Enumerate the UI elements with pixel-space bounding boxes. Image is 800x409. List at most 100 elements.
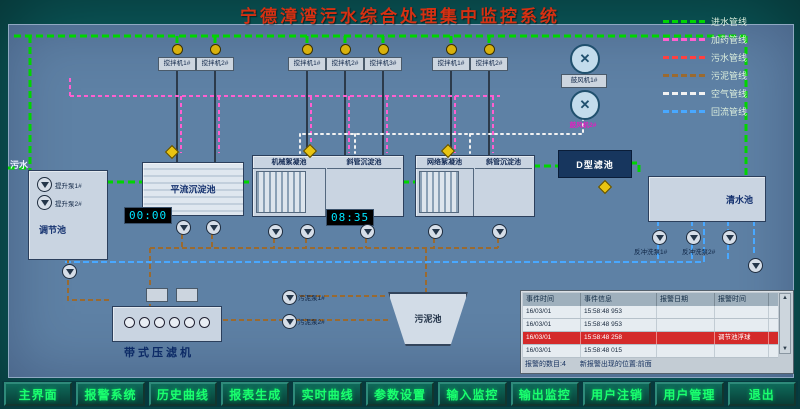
alarm-cell: 16/03/01 (523, 332, 581, 344)
pump-icon[interactable] (722, 230, 737, 245)
btn-parameter-settings[interactable]: 参数设置 (365, 382, 435, 406)
tank-clear-water: 清水池 (648, 176, 766, 222)
blower-label: 鼓风机2# (569, 122, 597, 129)
mixer-motor-icon (377, 44, 389, 55)
pump-icon[interactable] (428, 224, 443, 239)
legend-label: 污泥管线 (711, 70, 748, 81)
mixer-motor-icon (445, 44, 457, 55)
legend-item: 进水管线 (663, 12, 747, 30)
mixer-unit[interactable]: 搅拌机2# (196, 44, 234, 71)
alarm-row-active[interactable]: 16/03/01 15:58:48 258 调节池浮球 (523, 332, 778, 345)
mixer-unit[interactable]: 搅拌机1# (288, 44, 326, 71)
bottom-nav-bar: 主界面 报警系统 历史曲线 报表生成 实时曲线 参数设置 输入监控 输出监控 用… (2, 381, 798, 407)
pump-icon[interactable] (300, 224, 315, 239)
pump-icon[interactable] (37, 177, 52, 192)
pump-icon[interactable] (268, 224, 283, 239)
tank-label: 清水池 (725, 195, 753, 205)
lift-pump-label: 提升泵2# (55, 201, 82, 208)
lift-pump-label: 提升泵1# (55, 183, 82, 190)
scroll-up-icon[interactable]: ▲ (782, 295, 788, 301)
mixer-label: 搅拌机1# (432, 57, 470, 71)
mixer-unit[interactable]: 搅拌机2# (470, 44, 508, 71)
mixer-unit[interactable]: 搅拌机2# (326, 44, 364, 71)
legend-item: 污水管线 (663, 48, 747, 66)
pump-icon[interactable] (282, 314, 297, 329)
mixer-label: 搅拌机2# (196, 57, 234, 71)
alarm-col-header: 报警时间 (715, 293, 769, 306)
alarm-row[interactable]: 16/03/01 15:58:48 953 (523, 306, 778, 319)
btn-report-generate[interactable]: 报表生成 (221, 382, 290, 406)
tank-label: 污泥池 (414, 314, 442, 324)
btn-exit[interactable]: 退出 (727, 382, 796, 406)
pump-icon[interactable] (686, 230, 701, 245)
alarm-cell (657, 345, 715, 357)
alarm-cell (715, 306, 769, 318)
pump-icon[interactable] (176, 220, 191, 235)
pump-icon[interactable] (62, 264, 77, 279)
legend-line-swatch (663, 73, 705, 77)
inlet-label: 污水 (10, 160, 29, 170)
pump-icon[interactable] (37, 195, 52, 210)
tank-label: D型滤池 (576, 159, 614, 170)
page-title: 宁德漳湾污水综合处理集中监控系统 (240, 7, 560, 26)
legend-line-swatch (663, 55, 705, 59)
btn-user-manage[interactable]: 用户管理 (655, 382, 724, 406)
btn-user-logout[interactable]: 用户注销 (582, 382, 652, 406)
btn-main-screen[interactable]: 主界面 (4, 382, 73, 406)
legend-label: 进水管线 (711, 16, 748, 27)
alarm-scrollbar[interactable]: ▲ ▼ (779, 293, 791, 354)
backwash-pump-label: 反冲洗泵2# (682, 249, 716, 256)
alarm-cell: 调节池浮球 (715, 332, 769, 344)
alarm-position-label: 新报警出现的位置:前面 (579, 361, 652, 368)
tank-label: 斜管沉淀池 (475, 157, 532, 169)
mixer-motor-icon (171, 44, 183, 55)
fan-blades-icon: ✕ (579, 51, 591, 66)
legend-line-swatch (663, 91, 705, 95)
flocculator-grid (419, 171, 459, 213)
btn-history-curve[interactable]: 历史曲线 (148, 382, 218, 406)
alarm-row[interactable]: 16/03/01 15:58:48 015 (523, 345, 778, 358)
mixer-unit[interactable]: 搅拌机1# (432, 44, 470, 71)
pump-icon[interactable] (360, 224, 375, 239)
mixer-label: 搅拌机2# (470, 57, 508, 71)
scroll-down-icon[interactable]: ▼ (782, 346, 788, 352)
mixer-label: 搅拌机2# (326, 57, 364, 71)
pump-icon[interactable] (206, 220, 221, 235)
legend-label: 加药管线 (711, 34, 748, 45)
belt-feed-box (176, 288, 198, 302)
pump-icon[interactable] (282, 290, 297, 305)
belt-press-label: 带式压滤机 (124, 347, 194, 359)
flocculator-grid (256, 171, 306, 213)
tank-label: 斜管沉淀池 (327, 157, 401, 169)
belt-rollers (113, 316, 221, 334)
alarm-cell: 15:58:48 258 (581, 332, 657, 344)
legend-item: 污泥管线 (663, 66, 747, 84)
mixer-label: 搅拌机1# (158, 57, 196, 71)
alarm-table: 事件时间 事件信息 报警日期 报警时间 16/03/01 15:58:48 95… (523, 293, 778, 358)
btn-output-monitor[interactable]: 输出监控 (510, 382, 579, 406)
mixer-unit[interactable]: 搅拌机3# (364, 44, 402, 71)
alarm-cell: 16/03/01 (523, 319, 581, 331)
pump-icon[interactable] (652, 230, 667, 245)
blower-fan-icon[interactable]: ✕ (570, 44, 600, 74)
alarm-cell (657, 319, 715, 331)
blower-fan-icon[interactable]: ✕ (570, 90, 600, 120)
mixer-motor-icon (483, 44, 495, 55)
legend-item: 回流管线 (663, 102, 747, 120)
pump-icon[interactable] (492, 224, 507, 239)
mixer-unit[interactable]: 搅拌机1# (158, 44, 196, 71)
belt-feed-box (146, 288, 168, 302)
alarm-count-label: 报警的数目:4 (525, 361, 566, 368)
btn-alarm-system[interactable]: 报警系统 (76, 382, 145, 406)
tank-basin-a: 机械絮凝池 斜管沉淀池 (252, 155, 404, 217)
belt-press-machine[interactable] (112, 306, 222, 342)
fan-blades-icon: ✕ (579, 97, 591, 112)
alarm-row[interactable]: 16/03/01 15:58:48 953 (523, 319, 778, 332)
pump-icon[interactable] (748, 258, 763, 273)
tank-divider (473, 168, 474, 216)
btn-input-monitor[interactable]: 输入监控 (438, 382, 507, 406)
sludge-pump-label: 污泥泵1# (298, 295, 325, 302)
legend-line-swatch (663, 109, 705, 113)
btn-realtime-curve[interactable]: 实时曲线 (293, 382, 362, 406)
